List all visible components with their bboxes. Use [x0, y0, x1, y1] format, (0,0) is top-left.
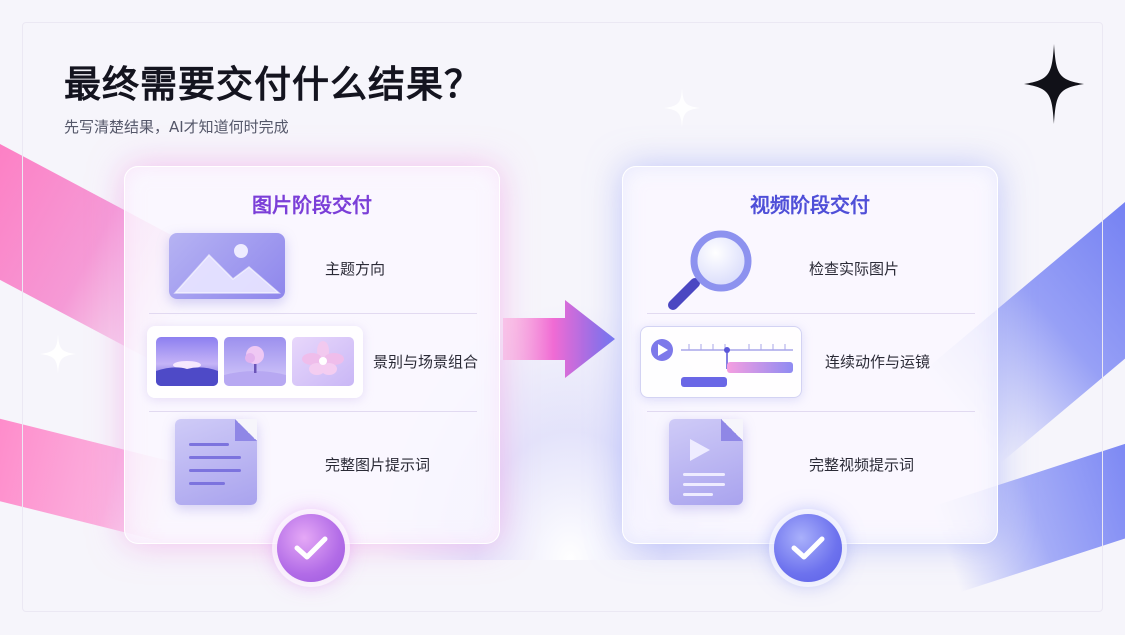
magnifier-icon — [668, 230, 752, 310]
item-label-video-prompt: 完整视频提示词 — [809, 456, 915, 474]
sparkle-icon — [40, 334, 76, 374]
scene-thumbnails-icon — [147, 326, 363, 398]
card-title: 视频阶段交付 — [750, 193, 870, 217]
page-subtitle: 先写清楚结果，AI才知道何时完成 — [64, 118, 289, 136]
document-icon — [175, 419, 257, 505]
checkmark-icon — [277, 514, 345, 582]
slide-frame — [22, 22, 1103, 612]
video-document-icon — [669, 419, 743, 505]
item-label-scene: 景别与场景组合 — [373, 353, 479, 371]
item-label-motion: 连续动作与运镜 — [825, 353, 931, 371]
arrow-right-icon — [503, 300, 615, 378]
video-stage-card: 视频阶段交付 检查实际图片 — [622, 166, 998, 544]
divider — [647, 411, 975, 412]
thumbnail-tree — [224, 337, 286, 386]
divider — [149, 313, 477, 314]
item-label-theme: 主题方向 — [325, 260, 386, 278]
sparkle-icon — [1024, 44, 1084, 124]
video-timeline-icon — [640, 326, 802, 398]
divider — [647, 313, 975, 314]
landscape-image-icon — [169, 233, 285, 299]
item-label-image-prompt: 完整图片提示词 — [325, 456, 431, 474]
thumbnail-flower — [292, 337, 354, 386]
checkmark-icon — [774, 514, 842, 582]
item-label-check-image: 检查实际图片 — [809, 260, 900, 278]
thumbnail-lake — [156, 337, 218, 386]
card-title: 图片阶段交付 — [252, 193, 372, 217]
divider — [149, 411, 477, 412]
page-title: 最终需要交付什么结果？ — [64, 63, 482, 106]
sparkle-icon — [664, 88, 700, 128]
image-stage-card: 图片阶段交付 主题方向 — [124, 166, 500, 544]
